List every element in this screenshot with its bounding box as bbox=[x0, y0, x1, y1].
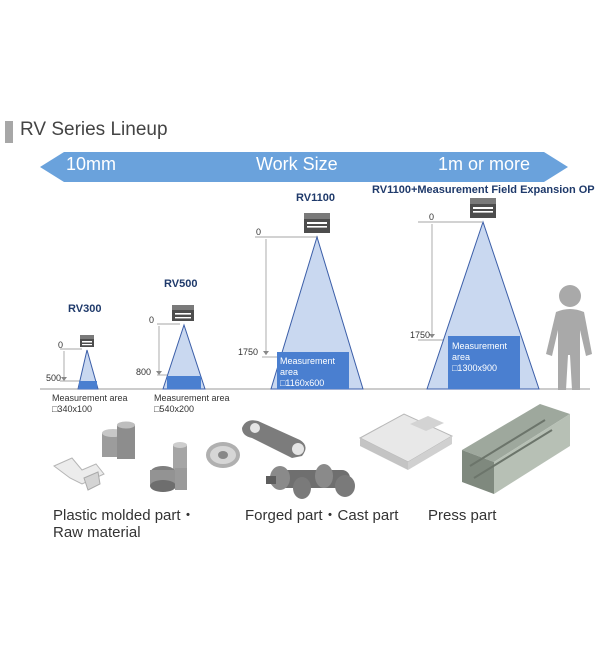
size-max-label: 1m or more bbox=[438, 154, 531, 174]
forged-category-label: Forged part・Cast part bbox=[245, 507, 399, 524]
rv1100-sensor-icon bbox=[304, 213, 330, 233]
rv300-sensor-icon bbox=[80, 335, 94, 347]
rv1100-expansion-height-tick: 1750 bbox=[410, 330, 431, 340]
rv1100-expansion-measurement-box bbox=[448, 336, 520, 389]
rv300-measurement-box bbox=[79, 381, 97, 389]
rv500-measurement-size: □540x200 bbox=[154, 404, 194, 414]
plastic-category-label-line1: Plastic molded part・ bbox=[53, 507, 196, 524]
work-size-arrow bbox=[40, 152, 568, 182]
press-parts-illustration bbox=[358, 404, 570, 494]
press-category-label: Press part bbox=[428, 507, 497, 524]
rv1100-measurement-box bbox=[277, 352, 349, 389]
forged-parts-illustration bbox=[242, 420, 355, 499]
rv1100-model-label: RV1100 bbox=[296, 192, 335, 204]
rv1100-group bbox=[255, 213, 364, 390]
rv1100-expansion-measurement-label-line1: Measurement bbox=[452, 341, 508, 351]
human-silhouette-icon bbox=[546, 285, 592, 390]
rv300-height-tick: 500 bbox=[46, 373, 62, 383]
rv500-group bbox=[156, 305, 206, 390]
rv1100-top-tick: 0 bbox=[256, 227, 262, 237]
title-accent-bar bbox=[5, 121, 13, 143]
rv500-height-tick: 800 bbox=[136, 367, 152, 377]
page-title: RV Series Lineup bbox=[20, 119, 168, 140]
rv1100-measurement-label-line1: Measurement bbox=[280, 356, 336, 366]
rv300-top-tick: 0 bbox=[58, 340, 64, 350]
rv500-measurement-label: Measurement area bbox=[154, 393, 230, 403]
rv300-measurement-size: □340x100 bbox=[52, 404, 92, 414]
rv1100-expansion-group bbox=[418, 198, 540, 390]
rv300-measurement-label: Measurement area bbox=[52, 393, 128, 403]
rv1100-height-tick: 1750 bbox=[238, 347, 259, 357]
rv300-model-label: RV300 bbox=[68, 303, 102, 315]
plastic-parts-illustration bbox=[53, 421, 240, 492]
rv1100-expansion-measurement-size: □1300x900 bbox=[452, 363, 497, 373]
work-size-label: Work Size bbox=[256, 154, 338, 174]
rv1100-expansion-measurement-label-line2: area bbox=[452, 352, 471, 362]
rv500-model-label: RV500 bbox=[164, 278, 198, 290]
size-min-label: 10mm bbox=[66, 154, 117, 174]
plastic-category-label-line2: Raw material bbox=[53, 524, 141, 541]
rv500-top-tick: 0 bbox=[149, 315, 155, 325]
rv1100-expansion-top-tick: 0 bbox=[429, 212, 435, 222]
rv1100-expansion-model-label: RV1100+Measurement Field Expansion OP bbox=[372, 184, 595, 196]
rv300-group bbox=[60, 335, 99, 390]
rv1100-measurement-label-line2: area bbox=[280, 367, 299, 377]
rv500-measurement-box bbox=[167, 376, 201, 389]
rv1100-expansion-sensor-icon bbox=[470, 198, 496, 218]
rv1100-measurement-size: □1160x600 bbox=[280, 378, 325, 388]
rv500-sensor-icon bbox=[172, 305, 194, 321]
